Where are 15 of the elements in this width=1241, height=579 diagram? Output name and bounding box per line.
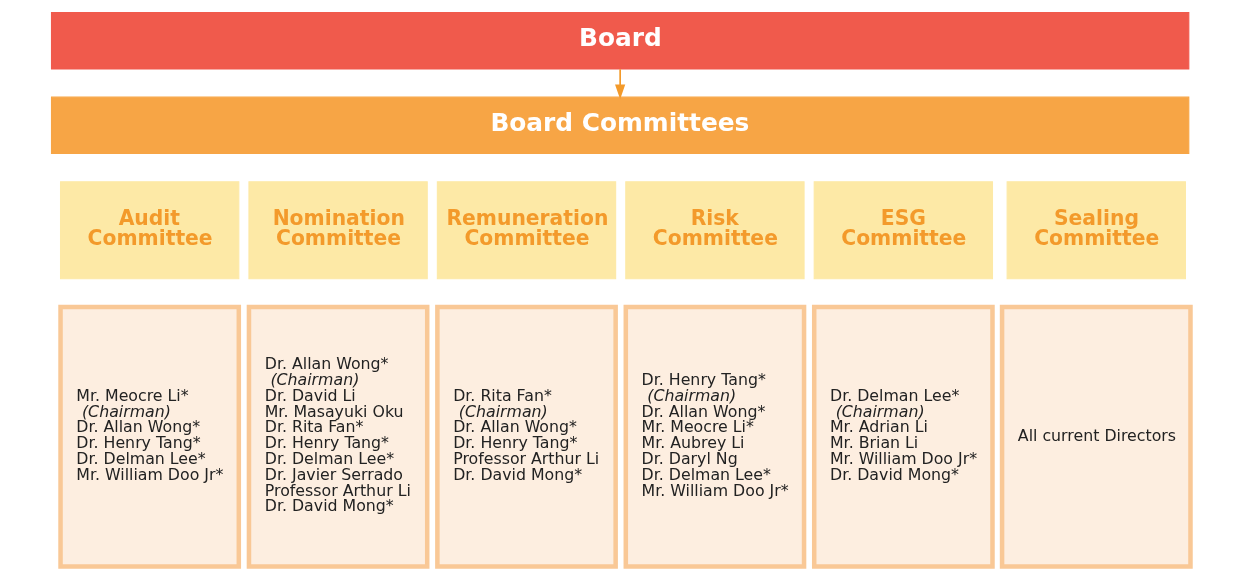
node-box: Mr. Meocre Li* (Chairman) Dr. Allan Wong* Dr. Henry Tang* Dr. Delman Lee* Mr. William Doo Jr*	[57, 304, 241, 569]
node-box: Dr. Rita Fan* (Chairman) Dr. Allan Wong* Dr. Henry Tang* Professor Arthur Li Dr. David Mong*	[434, 304, 618, 569]
node-box: ESG Committee	[813, 181, 993, 280]
node-box: Dr. Delman Lee* (Chairman) Mr. Adrian Li Mr. Brian Li Mr. William Doo Jr* Dr. David Mong*	[811, 304, 995, 569]
arrow	[614, 68, 625, 100]
node-box: Nomination Committee	[247, 181, 428, 280]
node-box: Board Committees	[50, 96, 1189, 155]
node-box: Risk Committee	[624, 181, 805, 280]
node-box: Remuneration Committee	[436, 181, 616, 280]
node-box: Dr. Henry Tang* (Chairman) Dr. Allan Wong* Mr. Meocre Li* Mr. Aubrey Li Dr. Daryl Ng Dr. Delman Lee* Mr. William Doo Jr*	[623, 304, 806, 569]
node-box: Board	[50, 11, 1189, 70]
node-box: Dr. Allan Wong* (Chairman) Dr. David Li Mr. Masayuki Oku Dr. Rita Fan* Dr. Henry Tang* Dr. Delman Lee* Dr. Javier Serrado Professor Arthur Li Dr. David Mong*	[246, 304, 429, 569]
node-box: All current Directors	[999, 304, 1193, 569]
node-box: Sealing Committee	[1006, 181, 1186, 280]
node-box: Audit Committee	[59, 181, 239, 280]
